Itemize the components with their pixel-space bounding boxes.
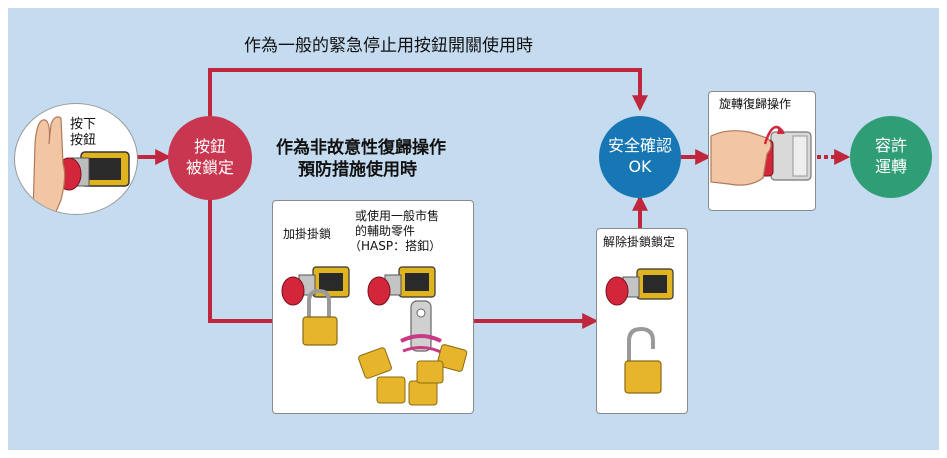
press-label-line-1: 按下 <box>70 117 97 132</box>
arrow-lock-route <box>208 198 272 323</box>
button-3-icon <box>605 268 674 306</box>
arrow-top-route <box>208 68 648 116</box>
locked-node: 按鈕 被鎖定 <box>168 116 252 200</box>
rotate-label: 旋轉復歸操作 <box>719 97 792 111</box>
lockout-title-line-1: 作為非故意性復歸操作 <box>276 138 446 158</box>
safety-node-line-1: 安全確認 <box>607 136 672 156</box>
locked-node-line-2: 被鎖定 <box>185 158 234 177</box>
padlock-cluster-icon <box>358 344 468 406</box>
padlock-and-hasp-illustration <box>281 266 468 406</box>
press-label-line-2: 按鈕 <box>70 133 97 148</box>
allow-operation-node: 容許 運轉 <box>850 116 932 198</box>
top-route-label: 作為一般的緊急停止用按鈕開關使用時 <box>244 36 533 56</box>
hasp-label-line-2: 的輔助零件 <box>355 224 416 238</box>
hasp-label-line-1: 或使用一般市售 <box>355 209 440 223</box>
release-lock-box: 解除掛鎖鎖定 <box>596 228 688 414</box>
padlock-1-icon <box>302 288 338 346</box>
lockout-title-line-2: 預防措施使用時 <box>298 160 417 180</box>
safety-node-line-2: OK <box>628 157 652 176</box>
release-label: 解除掛鎖鎖定 <box>603 235 676 249</box>
hasp-icon <box>400 300 444 355</box>
lock-methods-box: 加掛掛鎖 或使用一般市售 的輔助零件 （HASP：搭釦） <box>272 200 474 414</box>
allow-node-line-1: 容許 <box>874 136 907 156</box>
safety-confirm-node: 安全確認 OK <box>599 116 681 198</box>
open-padlock-icon <box>624 326 662 394</box>
hasp-label-line-3: （HASP：搭釦） <box>349 239 442 253</box>
hand-rotating-button-icon <box>710 125 812 186</box>
hand-pressing-button-icon <box>32 116 130 214</box>
locked-node-line-1: 按鈕 <box>193 137 226 157</box>
unlocked-padlock-illustration <box>605 268 674 394</box>
rotate-reset-box: 旋轉復歸操作 <box>708 91 816 211</box>
padlock-label: 加掛掛鎖 <box>283 227 332 241</box>
button-2-icon <box>367 266 436 306</box>
press-illustration-frame <box>14 103 138 215</box>
button-1-icon <box>281 266 350 306</box>
allow-node-line-2: 運轉 <box>874 157 907 176</box>
